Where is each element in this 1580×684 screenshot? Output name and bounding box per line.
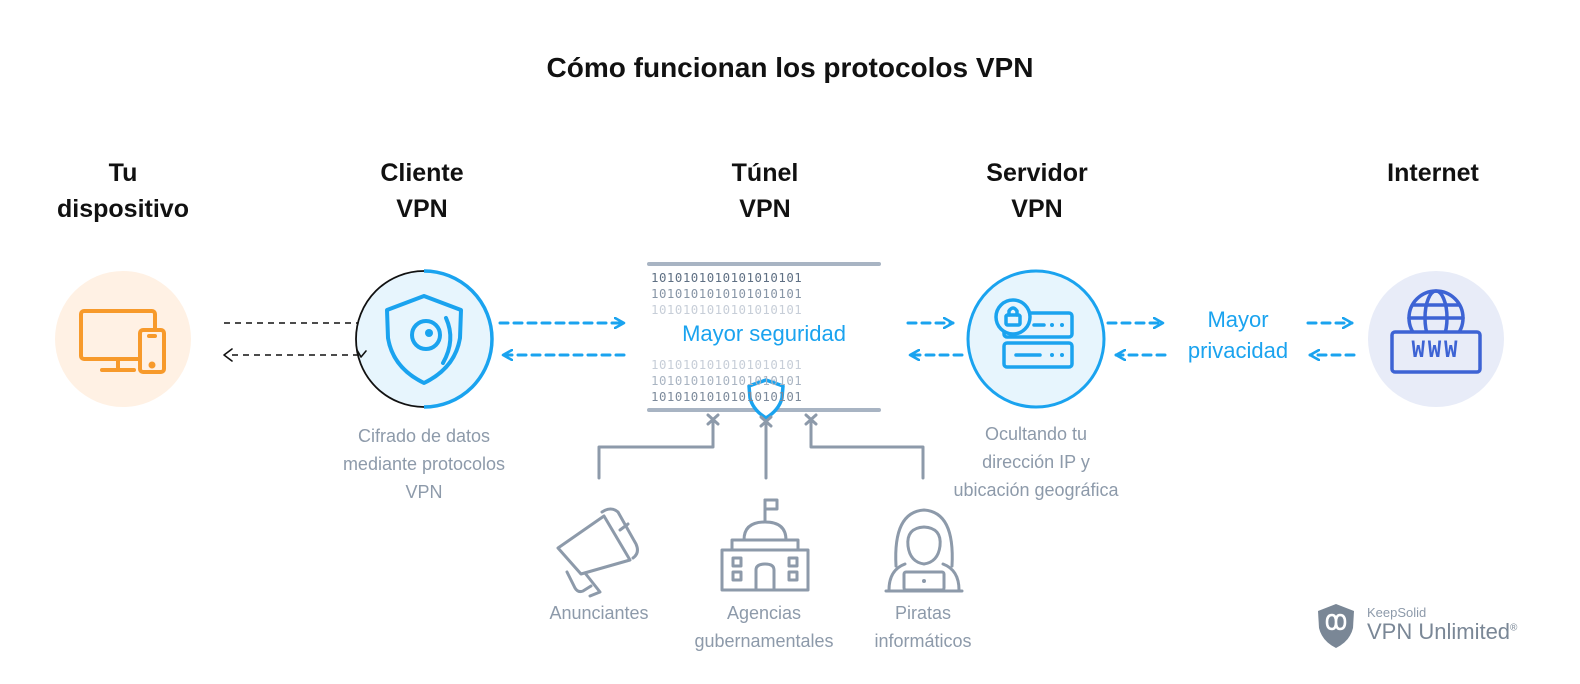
government-building-icon: [720, 498, 810, 592]
binary-row: 1010101010101010101: [651, 302, 803, 317]
brand-registered-mark: ®: [1510, 622, 1518, 634]
desktop-phone-icon: [79, 309, 166, 374]
hooded-hacker-icon: [884, 508, 964, 593]
client-tunnel-arrows: [498, 323, 626, 355]
binary-row: 1010101010101010101: [651, 357, 803, 372]
device-client-arrows: [223, 322, 358, 362]
diagram-title: Cómo funcionan los protocolos VPN: [546, 52, 1034, 83]
binary-row: 1010101010101010101: [651, 270, 803, 285]
caption-vpn-server: Ocultando tu dirección IP y ubicación ge…: [953, 424, 1119, 500]
tunnel-binary-bottom: 1010101010101010101 1010101010101010101 …: [651, 357, 881, 405]
tunnel-shield-icon: [747, 378, 785, 420]
heading-internet: Internet: [1387, 159, 1479, 187]
www-label: www: [1411, 338, 1461, 363]
privacy-internet-arrows: [1306, 323, 1356, 355]
binary-row: 1010101010101010101: [651, 373, 803, 388]
tunnel-binary-top: 1010101010101010101 1010101010101010101 …: [651, 270, 881, 318]
server-lock-icon: [994, 298, 1074, 369]
megaphone-icon: [556, 507, 639, 598]
tunnel-server-arrows: [906, 323, 964, 355]
binary-row: 1010101010101010101: [651, 286, 803, 301]
brand-large: VPN Unlimited®: [1367, 619, 1518, 644]
internet-node: [1368, 271, 1504, 407]
tunnel-label: Mayor seguridad: [682, 321, 846, 346]
threat-label-hackers: Piratas informáticos: [874, 603, 972, 651]
globe-www-icon: [1390, 289, 1482, 374]
threat-label-advertisers: Anunciantes: [549, 603, 649, 623]
threat-label-agencies: Agencias gubernamentales: [694, 603, 834, 651]
vpn-client-node: [355, 269, 494, 409]
server-privacy-arrows: [1106, 323, 1167, 355]
shield-eye-icon: [385, 294, 463, 385]
brand-small: KeepSolid: [1367, 605, 1427, 620]
threat-connectors: [597, 413, 925, 480]
vpn-tunnel-node: [647, 262, 881, 420]
binary-row: 1010101010101010101: [651, 389, 803, 404]
device-node: [55, 271, 191, 407]
vpn-server-node: [966, 269, 1106, 409]
caption-vpn-client: Cifrado de datos mediante protocolos VPN: [342, 426, 506, 502]
keepsolid-shield-icon: [1318, 604, 1354, 648]
